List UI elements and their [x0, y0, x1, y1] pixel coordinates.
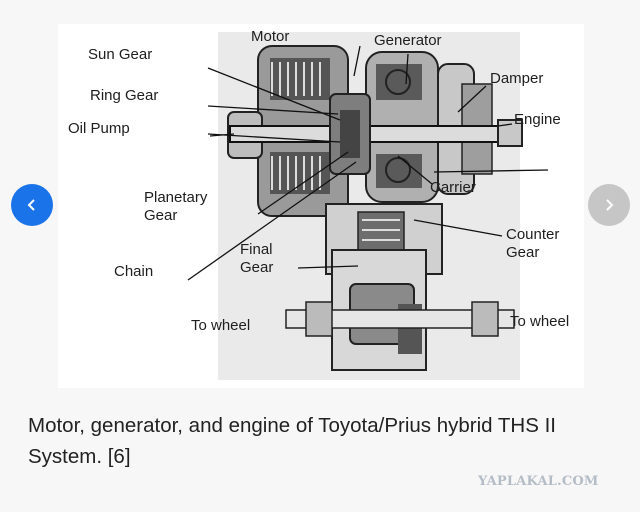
label-to-wheel-left: To wheel — [191, 317, 251, 334]
chevron-left-icon — [27, 199, 35, 211]
previous-image-button[interactable] — [11, 184, 53, 226]
label-generator: Generator — [374, 32, 442, 49]
image-caption: Motor, generator, and engine of Toyota/P… — [28, 414, 556, 468]
axle-drawing — [285, 301, 515, 337]
image-gallery: Motor Generator Sun Gear Damper Ring Gea… — [11, 24, 630, 388]
label-damper: Damper — [490, 70, 544, 87]
label-counter-gear: Counter Gear — [506, 226, 560, 261]
chevron-right-icon — [606, 199, 614, 211]
label-carrier: Carrier — [430, 179, 476, 196]
hybrid-system-diagram[interactable]: Motor Generator Sun Gear Damper Ring Gea… — [58, 24, 584, 388]
diagram-drawing — [187, 32, 549, 380]
site-watermark: YAPLAKAL.COM — [478, 474, 599, 489]
next-image-button[interactable] — [588, 184, 630, 226]
main-shaft-drawing — [229, 125, 521, 143]
leader-lines — [187, 45, 549, 281]
label-oil-pump: Oil Pump — [68, 120, 130, 137]
label-sun-gear: Sun Gear — [88, 46, 153, 63]
planetary-gear-drawing — [329, 93, 371, 175]
label-motor: Motor — [251, 28, 290, 45]
label-to-wheel-right: To wheel — [510, 313, 570, 330]
label-planetary-gear: Planetary Gear — [144, 189, 208, 224]
label-final-gear: Final Gear — [240, 241, 274, 276]
label-engine: Engine — [514, 111, 561, 128]
label-ring-gear: Ring Gear — [90, 87, 159, 104]
label-chain: Chain — [114, 263, 154, 280]
